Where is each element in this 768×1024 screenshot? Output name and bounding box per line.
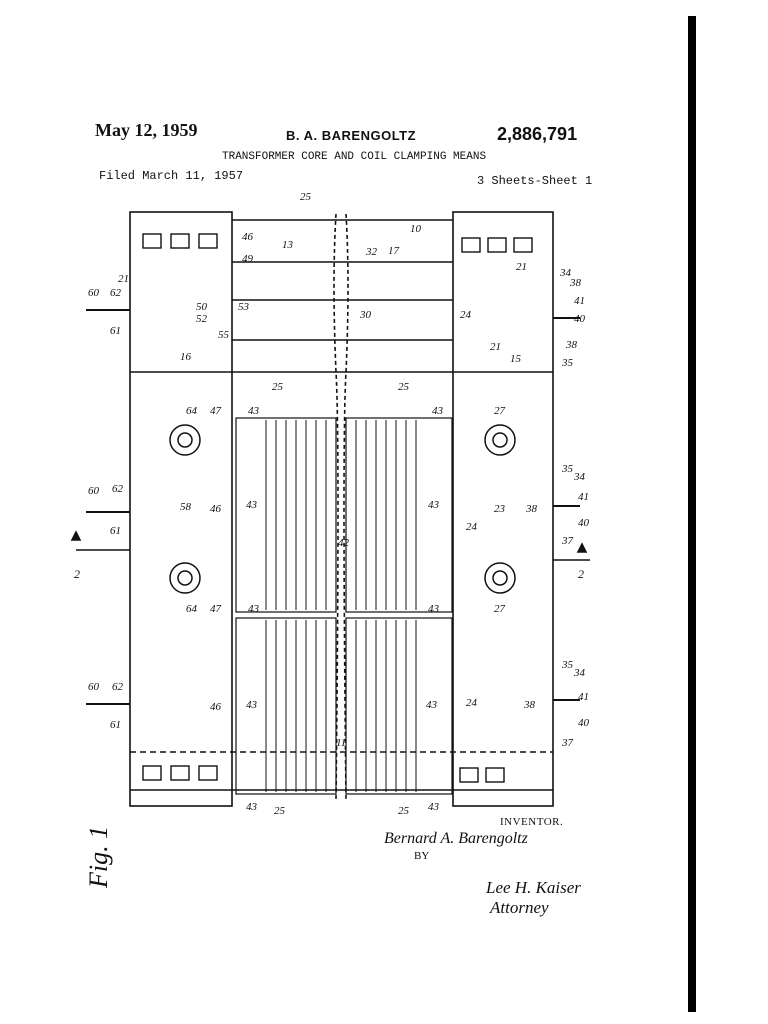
ref-23: 23 <box>494 503 506 515</box>
ref-60b: 60 <box>88 485 100 497</box>
ref-37: 37 <box>561 535 574 547</box>
ref-46c: 46 <box>210 701 222 713</box>
ref-21b: 21 <box>490 341 501 353</box>
ref-41b: 41 <box>578 491 589 503</box>
ref-38c: 38 <box>525 503 538 515</box>
ref-46: 46 <box>242 231 254 243</box>
ref-62b: 62 <box>112 483 124 495</box>
ref-43f: 43 <box>428 603 440 615</box>
inventor-signature: Bernard A. Barengoltz <box>384 830 528 847</box>
ref-61b: 61 <box>110 525 121 537</box>
attorney-signature: Lee H. Kaiser Attorney <box>486 878 581 918</box>
ref-38d: 38 <box>523 699 536 711</box>
right-yoke <box>452 211 554 807</box>
ref-53: 53 <box>238 301 250 313</box>
ref-40c: 40 <box>578 717 590 729</box>
ref-64b: 64 <box>186 603 198 615</box>
attorney-name: Lee H. Kaiser <box>486 878 581 897</box>
ref-38: 38 <box>569 277 582 289</box>
ref-11: 11 <box>336 737 346 749</box>
ref-section-right: 2 <box>578 567 584 581</box>
ref-58: 58 <box>180 501 192 513</box>
ref-43i: 43 <box>246 801 258 813</box>
ref-42: 42 <box>338 537 350 549</box>
by-label: BY <box>414 850 430 862</box>
ref-62: 62 <box>110 287 122 299</box>
attorney-label: Attorney <box>490 898 549 917</box>
inventor-header: B. A. BARENGOLTZ <box>286 128 417 143</box>
sheet-count: 3 Sheets-Sheet 1 <box>477 174 593 188</box>
ref-35b: 35 <box>561 463 574 475</box>
ref-40b: 40 <box>578 517 590 529</box>
ref-41c: 41 <box>578 691 589 703</box>
ref-61c: 61 <box>110 719 121 731</box>
page-edge-bar <box>688 16 696 1012</box>
ref-32: 32 <box>365 246 378 258</box>
ref-61: 61 <box>110 325 121 337</box>
ref-34c: 34 <box>573 667 586 679</box>
ref-35: 35 <box>561 357 574 369</box>
ref-34: 34 <box>559 267 572 279</box>
ref-55: 55 <box>218 329 230 341</box>
ref-15: 15 <box>510 353 522 365</box>
ref-30: 30 <box>359 309 372 321</box>
ref-25c: 25 <box>398 381 410 393</box>
ref-25d: 25 <box>274 805 286 817</box>
ref-47b: 47 <box>210 603 222 615</box>
ref-46b: 46 <box>210 503 222 515</box>
ref-24b: 24 <box>466 521 478 533</box>
ref-16: 16 <box>180 351 192 363</box>
patent-date: May 12, 1959 <box>95 120 198 140</box>
ref-64: 64 <box>186 405 198 417</box>
ref-40: 40 <box>574 313 586 325</box>
ref-27b: 27 <box>494 603 506 615</box>
ref-section-left: 2 <box>74 567 80 581</box>
ref-43h: 43 <box>426 699 438 711</box>
ref-21c: 21 <box>118 273 129 285</box>
ref-43d: 43 <box>428 499 440 511</box>
ref-25b: 25 <box>272 381 284 393</box>
ref-62c: 62 <box>112 681 124 693</box>
ref-43g: 43 <box>246 699 258 711</box>
ref-27: 27 <box>494 405 506 417</box>
ref-25e: 25 <box>398 805 410 817</box>
patent-number: 2,886,791 <box>497 124 578 144</box>
ref-43c: 43 <box>246 499 258 511</box>
ref-24: 24 <box>460 309 472 321</box>
ref-60c: 60 <box>88 681 100 693</box>
ref-34b: 34 <box>573 471 586 483</box>
filed-date: Filed March 11, 1957 <box>99 169 244 183</box>
ref-60: 60 <box>88 287 100 299</box>
patent-title: TRANSFORMER CORE AND COIL CLAMPING MEANS <box>222 151 487 163</box>
ref-13: 13 <box>282 239 294 251</box>
ref-52: 52 <box>196 313 208 325</box>
left-yoke <box>129 211 233 807</box>
ref-50: 50 <box>196 301 208 313</box>
ref-21: 21 <box>516 261 527 273</box>
ref-47: 47 <box>210 405 222 417</box>
ref-24c: 24 <box>466 697 478 709</box>
ref-38b: 38 <box>565 339 578 351</box>
inventor-label: INVENTOR. <box>500 816 564 828</box>
ref-43j: 43 <box>428 801 440 813</box>
ref-49: 49 <box>242 253 254 265</box>
ref-43b: 43 <box>432 405 444 417</box>
ref-41: 41 <box>574 295 585 307</box>
figure-label: Fig. 1 <box>84 825 113 888</box>
ref-25: 25 <box>300 191 312 203</box>
ref-37b: 37 <box>561 737 574 749</box>
ref-17: 17 <box>388 245 400 257</box>
ref-10: 10 <box>410 223 422 235</box>
ref-35c: 35 <box>561 659 574 671</box>
ref-43: 43 <box>248 405 260 417</box>
ref-43e: 43 <box>248 603 260 615</box>
